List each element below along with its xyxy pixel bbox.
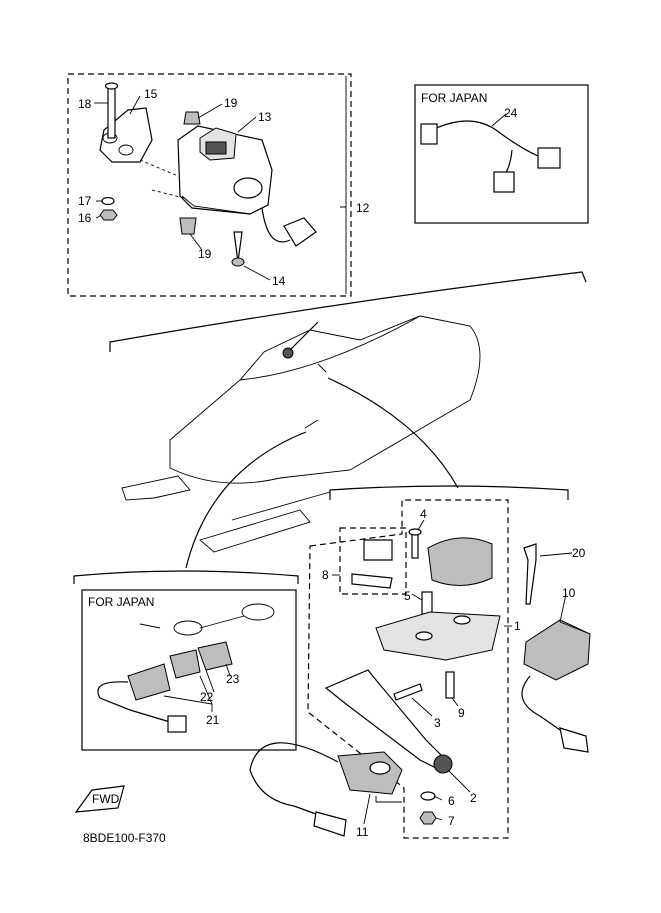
leader-top [289,321,319,351]
main-switch-21 [127,663,171,701]
assembly-1-dashed-frame [307,499,509,839]
bolt-3 [393,683,423,701]
lever-holder [375,611,501,661]
callout-21: 21 [206,713,220,727]
cable-11 [249,742,339,807]
callout-10: 10 [562,586,576,600]
callout-22: 22 [200,690,214,704]
assembly-12-dashed-frame [67,73,352,297]
inset-top-title: FOR JAPAN [421,91,487,105]
figure-code: 8BDE100-F370 [83,831,166,845]
callout-11: 11 [356,825,369,839]
leader-lines [94,76,573,825]
callout-8: 8 [322,568,329,582]
callout-18: 18 [78,97,92,111]
callout-19-bottom: 19 [198,247,212,261]
cover-part [427,537,493,586]
main-switch-22 [169,649,201,679]
callout-2: 2 [470,791,477,805]
callout-labels: 18 15 19 13 17 16 12 19 14 24 4 8 5 1 20… [78,87,586,839]
connector-12 [283,217,317,247]
bolt-18 [107,85,116,139]
main-switch-23 [197,641,233,671]
bolt-9 [445,671,455,699]
key-ring-a [241,603,275,621]
inset-bottom-title: FOR JAPAN [88,595,154,609]
grommet-19-top [183,111,201,125]
nut-16 [99,209,118,221]
cable-12 [261,207,291,243]
callout-16: 16 [78,211,92,225]
callout-6: 6 [448,794,455,808]
callout-20: 20 [572,546,586,560]
band-20 [523,543,537,605]
leader-right [327,377,459,489]
callout-3: 3 [434,716,441,730]
callout-19-top: 19 [224,96,238,110]
section-bracket-top [109,271,587,352]
callout-17: 17 [78,194,92,208]
callout-12: 12 [356,201,370,215]
washer-17 [101,196,115,206]
callout-5: 5 [404,589,411,603]
nut-7 [419,811,437,825]
callout-13: 13 [258,110,272,124]
harness-24 [431,120,539,157]
screw-14 [233,231,243,263]
assembly-8-dashed-frame [339,527,407,595]
callout-9: 9 [458,706,465,720]
inset-top-group: FOR JAPAN [414,84,589,224]
callout-24: 24 [504,106,518,120]
grommet-19-bottom [179,217,197,235]
bolt-4 [411,531,419,559]
callout-14: 14 [272,274,286,288]
leader-left [185,431,307,569]
inset-bottom-frame [81,589,297,751]
inset-top-frame [414,84,589,224]
switch-location-marker [282,347,294,359]
callout-7: 7 [448,814,455,828]
callout-23: 23 [226,672,240,686]
throttle-switch-11 [337,751,403,795]
bracket-15 [99,107,153,163]
callout-1: 1 [514,619,521,633]
callout-4: 4 [420,507,427,521]
key-ring-b [173,620,203,636]
relay-10 [523,619,591,681]
snowmobile-outline [121,315,481,553]
fwd-arrow: FWD [74,785,125,813]
fwd-label: FWD [92,792,120,806]
collar-5 [421,591,433,615]
callout-15: 15 [144,87,158,101]
assembly-12-group [67,73,352,297]
section-bracket-right [329,485,569,500]
bracket-8 [363,539,393,561]
section-bracket-left [73,570,299,584]
washer-6 [420,791,436,801]
